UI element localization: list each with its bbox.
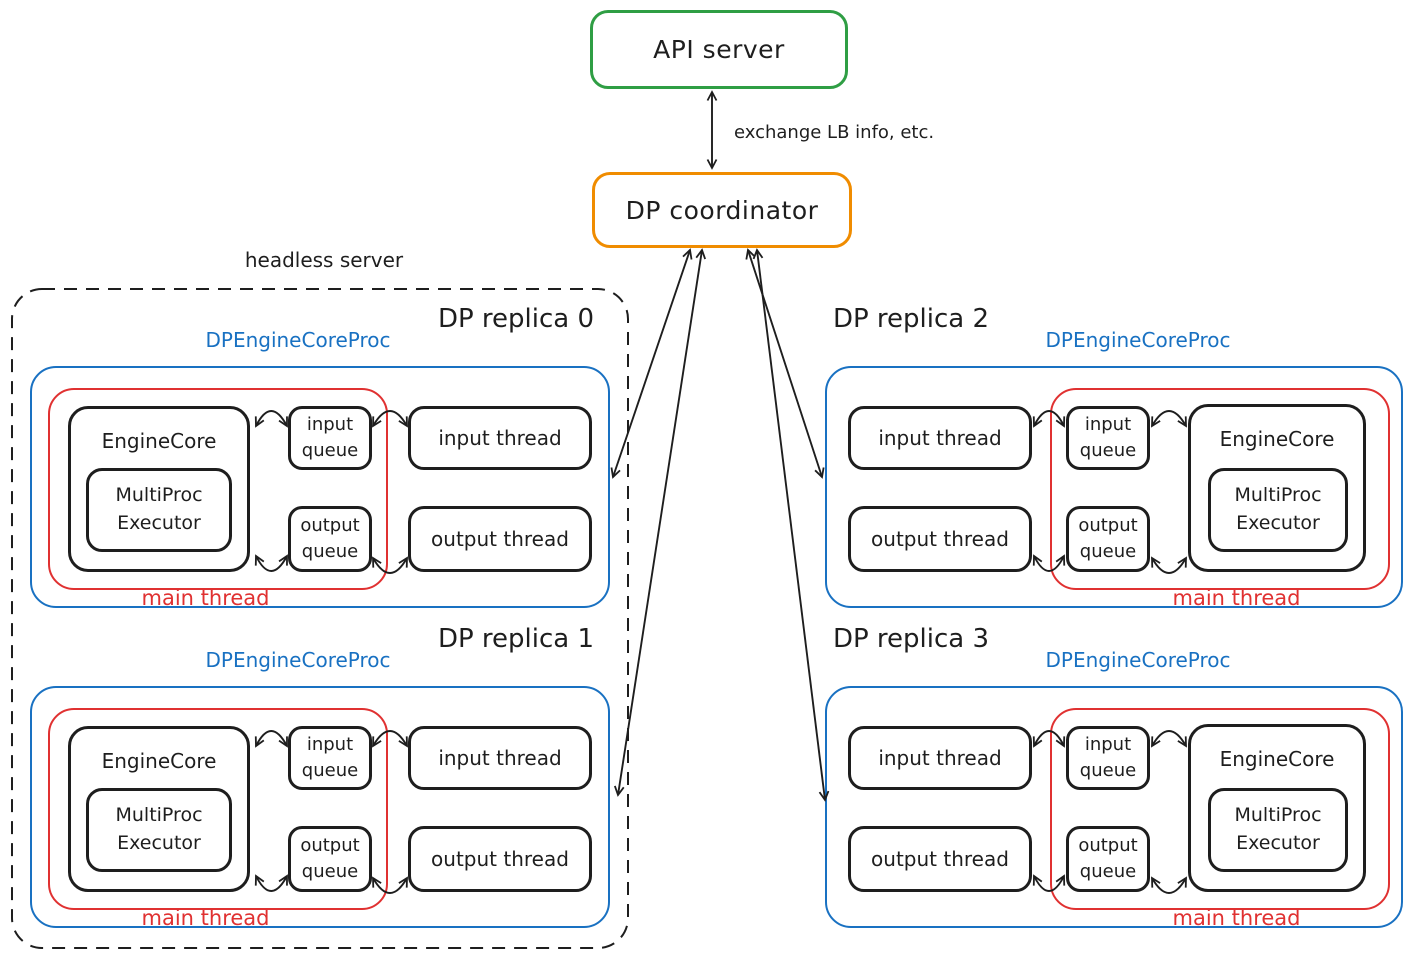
dp-coordinator-label: DP coordinator: [625, 195, 819, 225]
engine-core-label: EngineCore: [1219, 427, 1335, 451]
multiproc-executor-box: MultiProc Executor: [1208, 468, 1348, 552]
input-thread-label: input thread: [878, 746, 1002, 770]
replica-title: DP replica 3: [832, 624, 990, 654]
multiproc-executor-box: MultiProc Executor: [86, 788, 232, 872]
input-queue-box: input queue: [288, 406, 372, 470]
input-thread-box: input thread: [848, 406, 1032, 470]
input-thread-box: input thread: [848, 726, 1032, 790]
dp-replica-2-region: DP replica 2 DPEngineCoreProc input thre…: [780, 300, 1420, 630]
multiproc-executor-label: MultiProc Executor: [115, 804, 203, 854]
api-server-box: API server: [590, 10, 848, 89]
headless-server-label: headless server: [244, 248, 404, 272]
output-thread-box: output thread: [848, 506, 1032, 572]
dp-replica-1-region: DP replica 1 DPEngineCoreProc EngineCore…: [0, 620, 660, 950]
engine-core-label: EngineCore: [1219, 747, 1335, 771]
engine-core-label: EngineCore: [101, 749, 217, 773]
dp-coordinator-box: DP coordinator: [592, 172, 852, 248]
output-queue-box: output queue: [288, 826, 372, 892]
api-server-label: API server: [653, 35, 785, 64]
output-queue-label: output queue: [300, 514, 360, 562]
output-queue-label: output queue: [1078, 514, 1138, 562]
output-thread-label: output thread: [431, 527, 569, 551]
input-thread-label: input thread: [878, 426, 1002, 450]
input-queue-label: input queue: [301, 413, 359, 461]
main-thread-label: main thread: [141, 586, 270, 610]
output-thread-box: output thread: [848, 826, 1032, 892]
multiproc-executor-label: MultiProc Executor: [1234, 804, 1322, 854]
output-queue-box: output queue: [1066, 826, 1150, 892]
input-queue-box: input queue: [288, 726, 372, 790]
output-thread-label: output thread: [871, 847, 1009, 871]
input-thread-box: input thread: [408, 406, 592, 470]
input-queue-label: input queue: [1079, 413, 1137, 461]
input-thread-label: input thread: [438, 746, 562, 770]
output-queue-label: output queue: [300, 834, 360, 882]
output-thread-box: output thread: [408, 506, 592, 572]
dp-engine-core-proc-label: DPEngineCoreProc: [205, 648, 391, 672]
dp-replica-3-region: DP replica 3 DPEngineCoreProc input thre…: [780, 620, 1420, 950]
main-thread-box: [1050, 708, 1390, 910]
multiproc-executor-box: MultiProc Executor: [86, 468, 232, 552]
exchange-lb-note: exchange LB info, etc.: [734, 122, 935, 143]
output-thread-label: output thread: [871, 527, 1009, 551]
dp-replica-0-region: DP replica 0 DPEngineCoreProc EngineCore…: [0, 300, 660, 630]
input-queue-label: input queue: [301, 733, 359, 781]
main-thread-box: [1050, 388, 1390, 590]
dp-engine-core-proc-label: DPEngineCoreProc: [205, 328, 391, 352]
output-queue-box: output queue: [288, 506, 372, 572]
output-thread-box: output thread: [408, 826, 592, 892]
input-thread-box: input thread: [408, 726, 592, 790]
replica-title: DP replica 0: [437, 304, 595, 334]
output-queue-label: output queue: [1078, 834, 1138, 882]
replica-title: DP replica 1: [437, 624, 595, 654]
output-thread-label: output thread: [431, 847, 569, 871]
multiproc-executor-label: MultiProc Executor: [115, 484, 203, 534]
input-queue-box: input queue: [1066, 726, 1150, 790]
dp-engine-core-proc-label: DPEngineCoreProc: [1045, 328, 1231, 352]
engine-core-label: EngineCore: [101, 429, 217, 453]
multiproc-executor-label: MultiProc Executor: [1234, 484, 1322, 534]
replica-title: DP replica 2: [832, 304, 990, 334]
multiproc-executor-box: MultiProc Executor: [1208, 788, 1348, 872]
main-thread-label: main thread: [141, 906, 270, 930]
main-thread-label: main thread: [1172, 586, 1301, 610]
input-queue-label: input queue: [1079, 733, 1137, 781]
dp-engine-core-proc-label: DPEngineCoreProc: [1045, 648, 1231, 672]
input-queue-box: input queue: [1066, 406, 1150, 470]
main-thread-label: main thread: [1172, 906, 1301, 930]
input-thread-label: input thread: [438, 426, 562, 450]
output-queue-box: output queue: [1066, 506, 1150, 572]
